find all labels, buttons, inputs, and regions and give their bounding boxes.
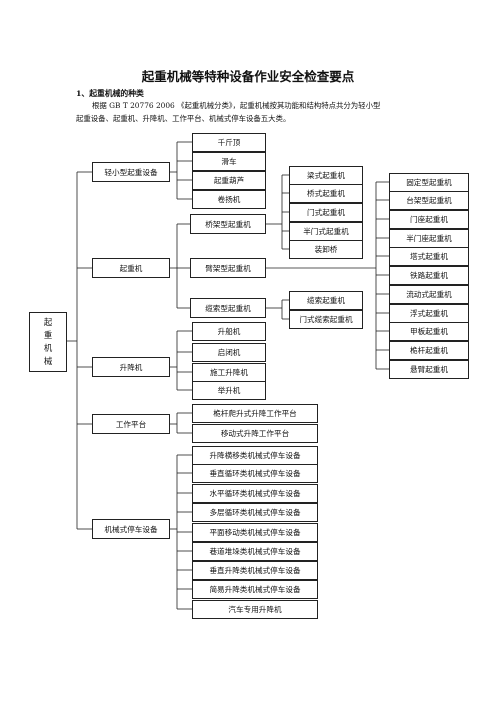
item-railway-crane: 铁路起重机 [389, 266, 469, 285]
item-semi-portal-crane: 半门座起重机 [389, 229, 469, 248]
item-aisle-stacking-parking: 巷道堆垛类机械式停车设备 [192, 542, 318, 561]
item-winch: 卷扬机 [192, 190, 266, 209]
root-char: 械 [43, 356, 53, 366]
category-light-lifting: 轻小型起重设备 [92, 162, 170, 182]
item-pedestal-crane: 台架型起重机 [389, 191, 469, 210]
item-semi-gantry-crane: 半门式起重机 [289, 222, 363, 241]
item-floating-crane: 浮式起重机 [389, 304, 469, 323]
item-fixed-crane: 固定型起重机 [389, 173, 469, 192]
item-beam-crane: 梁式起重机 [289, 166, 363, 185]
item-vertical-circulation-parking: 垂直循环类机械式停车设备 [192, 464, 318, 483]
item-vertical-lifting-parking: 垂直升降类机械式停车设备 [192, 561, 318, 580]
root-box: 起 重 机 械 [29, 312, 67, 372]
item-portal-crane: 门座起重机 [389, 210, 469, 229]
item-cantilever-crane: 悬臂起重机 [389, 360, 469, 379]
item-car-lift: 汽车专用升降机 [192, 600, 318, 619]
item-hoist: 起重葫芦 [192, 171, 266, 190]
item-tower-crane: 塔式起重机 [389, 247, 469, 266]
category-crane: 起重机 [92, 258, 170, 278]
intro-line-1: 根据 GB T 20776 2006 《起重机械分类》，起重机械按其功能和结构特… [92, 101, 381, 110]
item-cable-crane: 缆索起重机 [289, 291, 363, 310]
item-gate-hoist: 启闭机 [192, 343, 266, 362]
item-gantry-crane: 门式起重机 [289, 203, 363, 222]
item-mast-climbing-platform: 桅杆爬升式升降工作平台 [192, 404, 318, 423]
item-lift-slide-parking: 升降横移类机械式停车设备 [192, 446, 318, 465]
subtype-cable-crane: 缆索型起重机 [190, 298, 266, 318]
item-vehicle-lift: 举升机 [192, 381, 266, 400]
category-work-platform: 工作平台 [92, 414, 170, 434]
item-ship-lift: 升船机 [192, 322, 266, 341]
category-parking-equipment: 机械式停车设备 [92, 519, 170, 539]
item-simple-lifting-parking: 简易升降类机械式停车设备 [192, 580, 318, 599]
item-construction-hoist: 施工升降机 [192, 363, 266, 382]
root-char: 起 [43, 317, 53, 327]
item-multilayer-circulation-parking: 多层循环类机械式停车设备 [192, 503, 318, 522]
subtype-boom-crane: 臂架型起重机 [190, 258, 266, 278]
item-mast-crane: 桅杆起重机 [389, 341, 469, 360]
item-deck-crane: 甲板起重机 [389, 322, 469, 341]
item-mobile-crane: 流动式起重机 [389, 285, 469, 304]
page-title: 起重机械等特种设备作业安全检查要点 [141, 69, 355, 84]
item-gantry-cable-crane: 门式缆索起重机 [289, 310, 363, 329]
item-overhead-crane: 桥式起重机 [289, 184, 363, 203]
root-char: 重 [43, 330, 53, 340]
item-mobile-elevating-platform: 移动式升降工作平台 [192, 424, 318, 443]
subtype-bridge-crane: 桥架型起重机 [190, 214, 266, 234]
item-loading-bridge: 装卸桥 [289, 240, 363, 259]
item-plane-moving-parking: 平面移动类机械式停车设备 [192, 523, 318, 542]
category-lift: 升降机 [92, 357, 170, 377]
root-char: 机 [43, 343, 53, 353]
section-heading: 1、起重机械的种类 [76, 89, 144, 98]
item-horizontal-circulation-parking: 水平循环类机械式停车设备 [192, 484, 318, 503]
item-jack: 千斤顶 [192, 133, 266, 152]
intro-line-2: 起重设备、起重机、升降机、工作平台、机械式停车设备五大类。 [76, 114, 291, 123]
item-pulley: 滑车 [192, 152, 266, 171]
